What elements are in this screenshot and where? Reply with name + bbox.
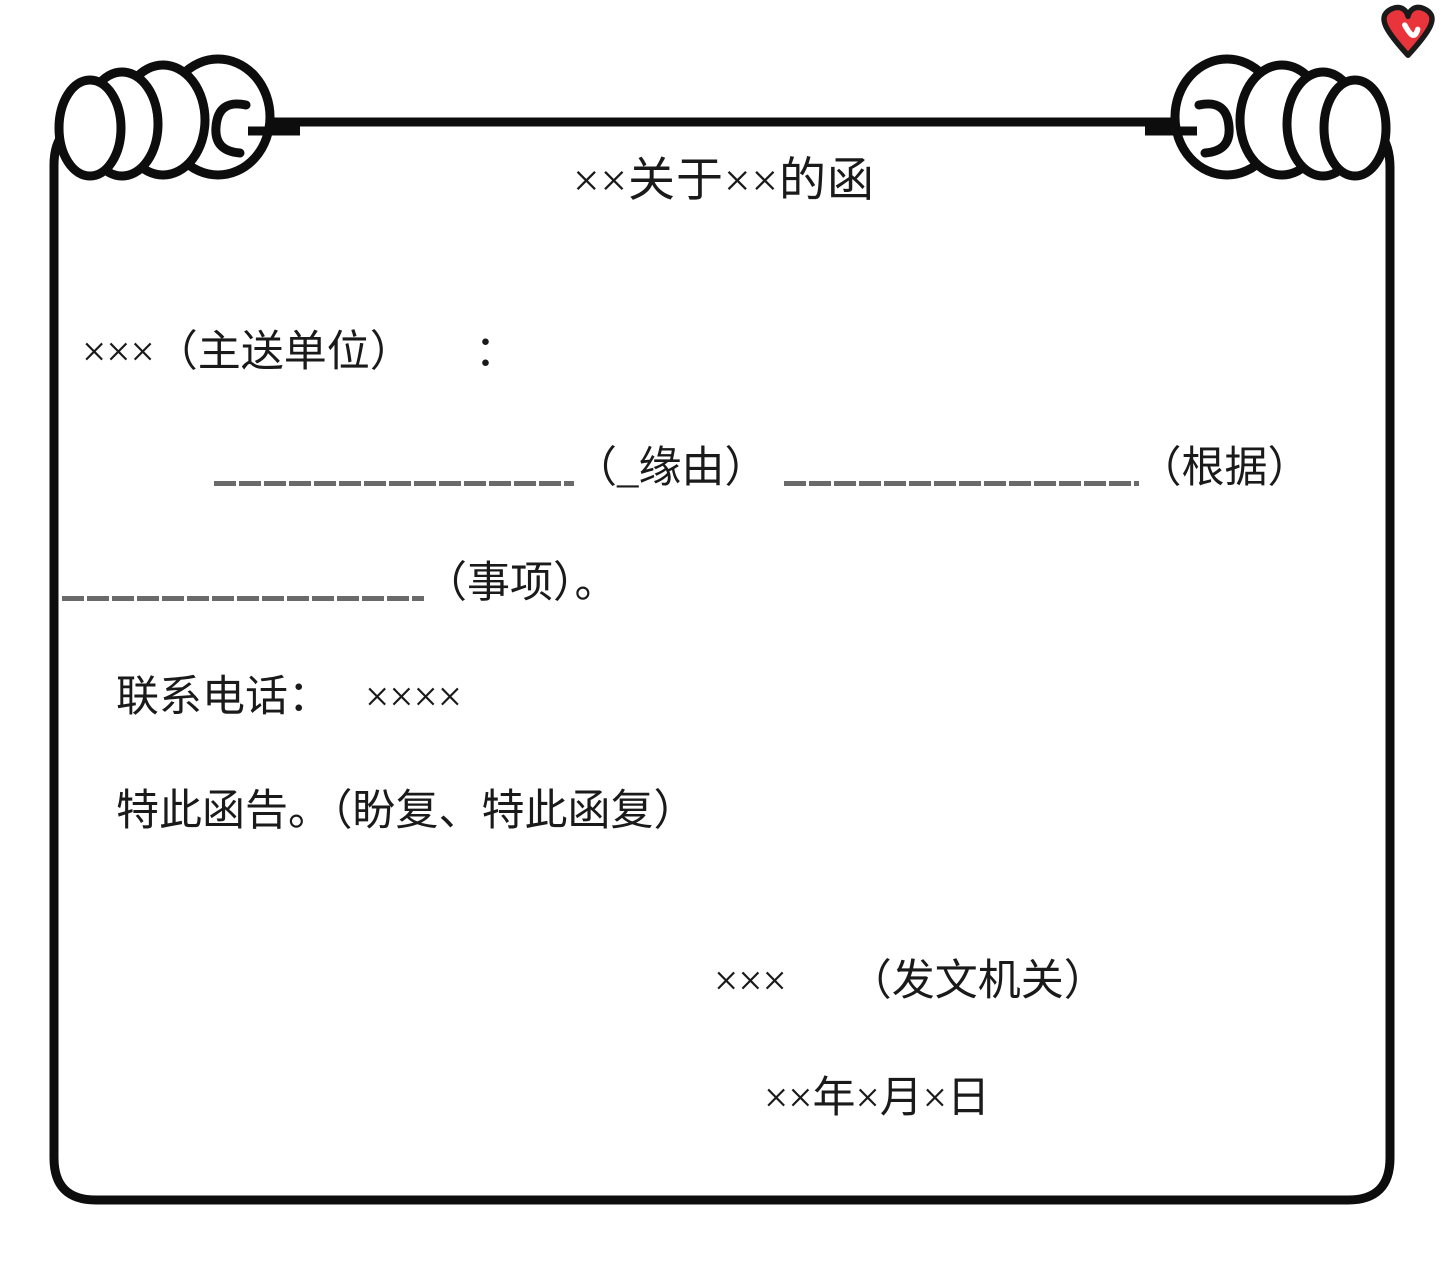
heart-icon xyxy=(1381,4,1435,58)
signature-org-mark: ××× xyxy=(714,958,787,1005)
page-title: ××关于××的函 xyxy=(572,155,876,207)
contact-line: 联系电话： ×××× xyxy=(116,673,462,722)
matter-line: （事项）。 xyxy=(62,559,618,608)
signature-org-label: （发文机关） xyxy=(848,958,1107,1005)
basis-blank-rule[interactable] xyxy=(783,481,1139,486)
contact-label: 联系电话： xyxy=(116,674,331,721)
reason-basis-line: （_缘由） （根据） xyxy=(214,444,1311,493)
closing-line: 特此函告。（盼复、特此函复） xyxy=(116,788,697,835)
letter-body: ××关于××的函 ×××（主送单位） ： （_缘由） （根据） （事项）。 联系电话… xyxy=(54,122,1394,1200)
matter-blank-rule[interactable] xyxy=(62,596,424,601)
signature-date-line: ××年×月×日 xyxy=(764,1075,991,1122)
contact-value: ×××× xyxy=(365,674,463,721)
basis-label: （根据） xyxy=(1138,445,1311,492)
addressee-colon: ： xyxy=(474,329,518,376)
addressee-text: ×××（主送单位） xyxy=(82,329,413,376)
reason-label: （_缘由） xyxy=(574,445,768,492)
addressee-line: ×××（主送单位） ： xyxy=(82,328,518,377)
reason-blank-rule[interactable] xyxy=(214,481,574,486)
signature-organization-line: ××× （发文机关） xyxy=(714,957,1107,1006)
matter-label: （事项）。 xyxy=(424,560,618,607)
